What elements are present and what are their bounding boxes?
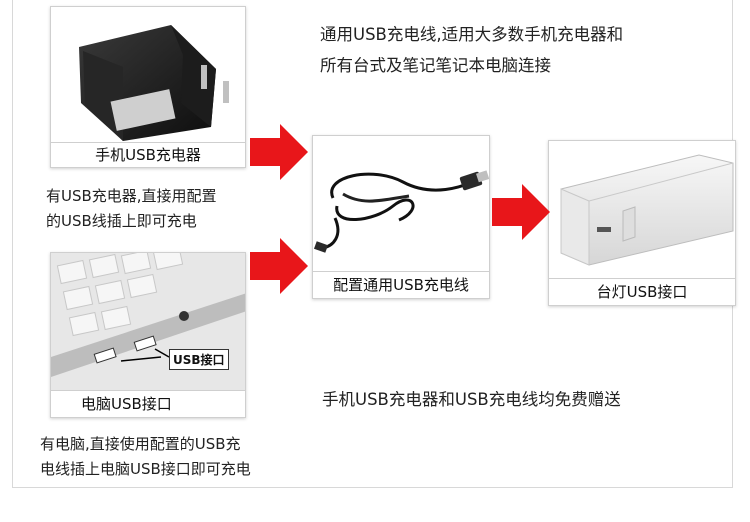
intro-line-1: 通用USB充电线,适用大多数手机充电器和 bbox=[320, 25, 624, 44]
usb-charger-image bbox=[51, 7, 245, 145]
lamp-caption: 台灯USB接口 bbox=[549, 278, 735, 305]
lamp-card: 台灯USB接口 bbox=[548, 140, 736, 306]
arrow-right-icon bbox=[250, 238, 308, 294]
laptop-note-line-1: 有电脑,直接使用配置的USB充 bbox=[40, 435, 241, 453]
charger-caption: 手机USB充电器 bbox=[51, 142, 245, 167]
charger-note-line-2: 的USB线插上即可充电 bbox=[46, 212, 197, 230]
arrow-right-icon bbox=[492, 184, 550, 240]
arrow-right-icon bbox=[250, 124, 308, 180]
free-gift-note: 手机USB充电器和USB充电线均免费赠送 bbox=[322, 390, 621, 409]
lamp-image bbox=[549, 141, 735, 281]
usb-cable-image bbox=[313, 136, 489, 274]
laptop-card: USB接口 电脑USB接口 bbox=[50, 252, 246, 418]
laptop-note-line-2: 电线插上电脑USB接口即可充电 bbox=[40, 460, 251, 478]
cable-caption: 配置通用USB充电线 bbox=[313, 271, 489, 298]
laptop-caption: 电脑USB接口 bbox=[51, 390, 245, 417]
intro-line-2: 所有台式及笔记笔记本电脑连接 bbox=[320, 56, 551, 75]
charger-card: 手机USB充电器 bbox=[50, 6, 246, 168]
cable-card: 配置通用USB充电线 bbox=[312, 135, 490, 299]
laptop-usb-image: USB接口 bbox=[51, 253, 245, 393]
charger-note-line-1: 有USB充电器,直接用配置 bbox=[46, 187, 217, 205]
laptop-usb-port-label: USB接口 bbox=[169, 349, 229, 370]
